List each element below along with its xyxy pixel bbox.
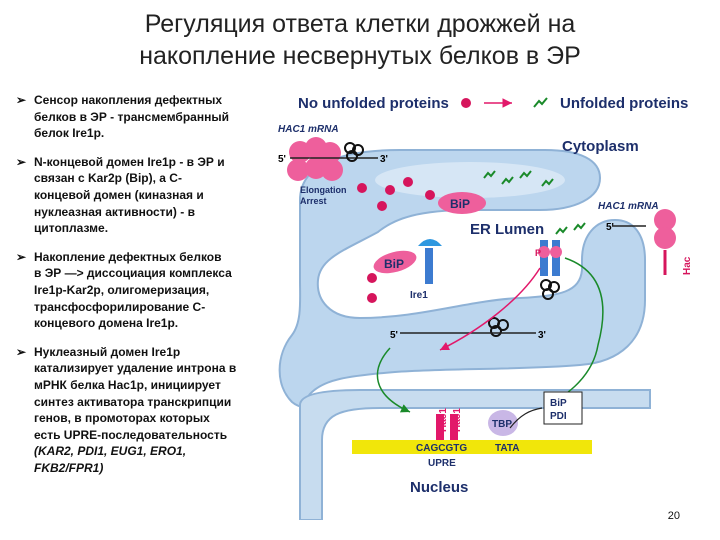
protein-dot (367, 273, 377, 283)
er-lumen-area (375, 162, 565, 198)
transcription-arrow (509, 407, 543, 429)
hac1-label-a: Hac1 (438, 408, 449, 432)
tbp-label: TBP (492, 419, 512, 430)
no-unfolded-label: No unfolded proteins (298, 95, 449, 112)
arrest-label: Arrest (300, 196, 327, 206)
er-lumen-label: ER Lumen (470, 221, 544, 238)
hac1-mrna-right-label: HAC1 mRNA (598, 201, 659, 212)
bip-lower-label: BiP (384, 257, 404, 271)
target-genes-box (543, 391, 583, 425)
dna-strand (352, 440, 592, 454)
bullet-item: ➢ Нуклеазный домен Ire1p катализирует уд… (16, 344, 266, 444)
hac1-label-b: Hac1 (452, 408, 463, 432)
bullet-text: Сенсор накопления дефектных белков в ЭР … (34, 93, 229, 141)
gene-list-text: (KAR2, PDI1, EUG1, ERO1, FKB2/FPR1) (34, 444, 187, 475)
mrna-loop-icon (344, 142, 364, 162)
hac1-import-arrow (376, 347, 411, 413)
hac-ribosome-cluster (654, 209, 676, 249)
three-prime-label: 3' (380, 154, 388, 165)
nuclear-envelope (299, 389, 651, 520)
misfolded-protein-icons (483, 170, 586, 235)
title-line-1: Регуляция ответа клетки дрожжей на (144, 10, 576, 38)
protein-dot (367, 293, 377, 303)
pdi-label: PDI (550, 411, 567, 422)
unfolded-label: Unfolded proteins (560, 95, 688, 112)
page-number: 20 (667, 510, 680, 522)
five-prime-label-right: 5' (606, 222, 614, 233)
unfolded-protein-icon (533, 97, 548, 108)
bullet-list: ➢ Сенсор накопления дефектных белков в Э… (16, 92, 266, 488)
bullet-gene-list: (KAR2, PDI1, EUG1, ERO1, FKB2/FPR1) (16, 443, 266, 476)
bullet-text: N-концевой домен Ire1p - в ЭР и связан с… (34, 154, 225, 236)
hac1-mrna-left-label: HAC1 mRNA (278, 124, 339, 135)
hac-label: Hac (682, 256, 693, 275)
spliced-mrna-icons (488, 279, 560, 337)
hac1-dimer (436, 414, 458, 440)
ire1-receptor (418, 239, 442, 284)
bip-upper-shape (438, 192, 486, 214)
ribosome-cluster (287, 137, 343, 181)
arrow-bullet-icon: ➢ (16, 249, 27, 264)
title-line-2: накопление несвернутых белков в ЭР (139, 42, 581, 70)
protein-dot (461, 98, 471, 108)
three-prime-label-mid: 3' (538, 330, 546, 341)
bullet-text: Накопление дефектных белков в ЭР —> дисс… (34, 249, 232, 331)
bip-box-label: BiP (550, 398, 567, 409)
bullet-item: ➢ N-концевой домен Ire1p - в ЭР и связан… (16, 154, 266, 237)
slide-title: Регуляция ответа клетки дрожжей на накоп… (40, 8, 680, 72)
cytoplasm-label: Cytoplasm (562, 138, 639, 155)
tata-label: TATA (495, 443, 519, 454)
bip-upper-label: BiP (450, 197, 470, 211)
arrow-bullet-icon: ➢ (16, 344, 27, 359)
upre-label: UPRE (428, 458, 456, 469)
ire1-label: Ire1 (410, 290, 428, 301)
bullet-item: ➢ Сенсор накопления дефектных белков в Э… (16, 92, 266, 142)
upr-pathway-diagram: No unfolded proteins Unfolded proteins H… (278, 95, 693, 520)
phospho-label: P (535, 248, 541, 258)
cagcgtg-label: CAGCGTG (416, 443, 467, 454)
tbp-shape (488, 410, 518, 436)
ire1-dimer (538, 240, 562, 276)
bip-lower-shape (373, 250, 417, 274)
five-prime-label-mid: 5' (390, 330, 398, 341)
arrow-bullet-icon: ➢ (16, 93, 27, 107)
nucleus-label: Nucleus (410, 479, 468, 496)
unfolded-proteins-in-lumen (357, 177, 435, 211)
elongation-label: Elongation (300, 185, 347, 195)
arrow-bullet-icon: ➢ (16, 154, 27, 169)
five-prime-label: 5' (278, 154, 286, 165)
bullet-text: Нуклеазный домен Ire1p катализирует удал… (34, 344, 237, 442)
splicing-arrow (439, 267, 541, 351)
bullet-item: ➢ Накопление дефектных белков в ЭР —> ди… (16, 249, 266, 332)
